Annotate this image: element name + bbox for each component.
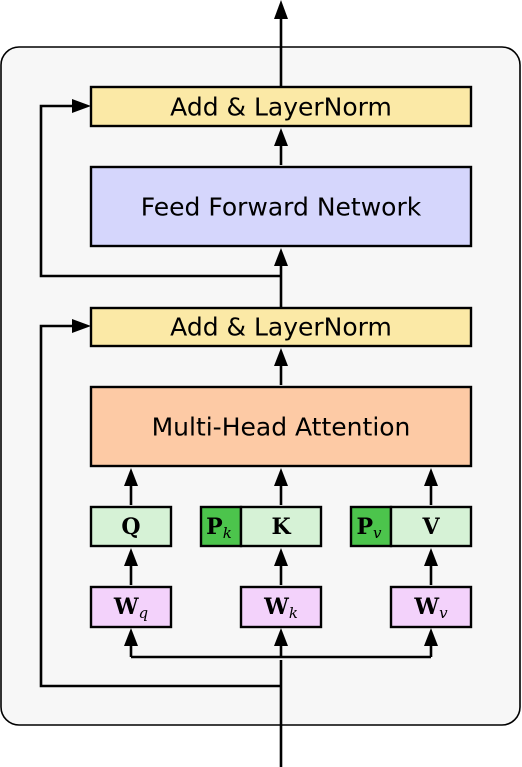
weight-value-subscript: v (439, 604, 448, 622)
add-layernorm-top-block: Add & LayerNorm (89, 85, 473, 128)
weight-key-box: Wk (239, 585, 323, 629)
value-prefix-main: P (356, 514, 373, 540)
weight-key-main: W (263, 594, 289, 620)
weight-query-box: Wq (89, 585, 173, 629)
value-label: V (421, 514, 440, 540)
key-prefix-subscript: k (223, 524, 232, 542)
weight-query-main: W (113, 594, 139, 620)
weight-query-label: Wq (113, 594, 148, 622)
arrowhead-up-icon (274, 628, 288, 646)
add-layernorm-bottom-label: Add & LayerNorm (170, 313, 392, 342)
weight-key-subscript: k (289, 604, 298, 622)
arrowhead-up-icon (124, 468, 138, 486)
arrowhead-up-icon (274, 248, 288, 266)
key-prefix-box: Pk (199, 505, 243, 548)
arrowhead-up-icon (124, 548, 138, 566)
arrowhead-up-icon (274, 128, 288, 146)
add-layernorm-top-label: Add & LayerNorm (170, 93, 392, 122)
arrowhead-right-icon (72, 99, 91, 113)
key-box: K (239, 505, 323, 548)
feed-forward-block: Feed Forward Network (89, 165, 473, 248)
arrowhead-up-icon (424, 628, 438, 646)
query-box: Q (89, 505, 173, 548)
arrow-heads (72, 0, 438, 646)
value-prefix-label: Pv (356, 514, 382, 542)
arrowhead-up-icon (274, 548, 288, 566)
query-label: Q (121, 514, 140, 540)
value-box: V (389, 505, 473, 548)
value-prefix-box: Pv (349, 505, 393, 548)
add-layernorm-bottom-block: Add & LayerNorm (89, 306, 473, 348)
connection-wires (39, 18, 433, 767)
arrowhead-up-icon (424, 468, 438, 486)
arrowhead-up-icon (274, 0, 288, 19)
arrowhead-up-icon (124, 628, 138, 646)
feed-forward-label: Feed Forward Network (141, 193, 422, 222)
arrowhead-up-icon (424, 548, 438, 566)
arrowhead-up-icon (274, 348, 288, 366)
weight-query-subscript: q (139, 604, 149, 622)
key-prefix-main: P (206, 514, 223, 540)
weight-value-main: W (413, 594, 439, 620)
multi-head-attention-label: Multi-Head Attention (152, 413, 411, 442)
multi-head-attention-block: Multi-Head Attention (89, 385, 473, 468)
weight-value-label: Wv (413, 594, 448, 622)
weight-value-box: Wv (389, 585, 473, 629)
arrowhead-up-icon (274, 468, 288, 486)
weight-key-label: Wk (263, 594, 298, 622)
arrowhead-right-icon (72, 319, 91, 333)
key-prefix-label: Pk (206, 514, 232, 542)
value-prefix-subscript: v (373, 524, 382, 542)
key-label: K (271, 514, 291, 540)
